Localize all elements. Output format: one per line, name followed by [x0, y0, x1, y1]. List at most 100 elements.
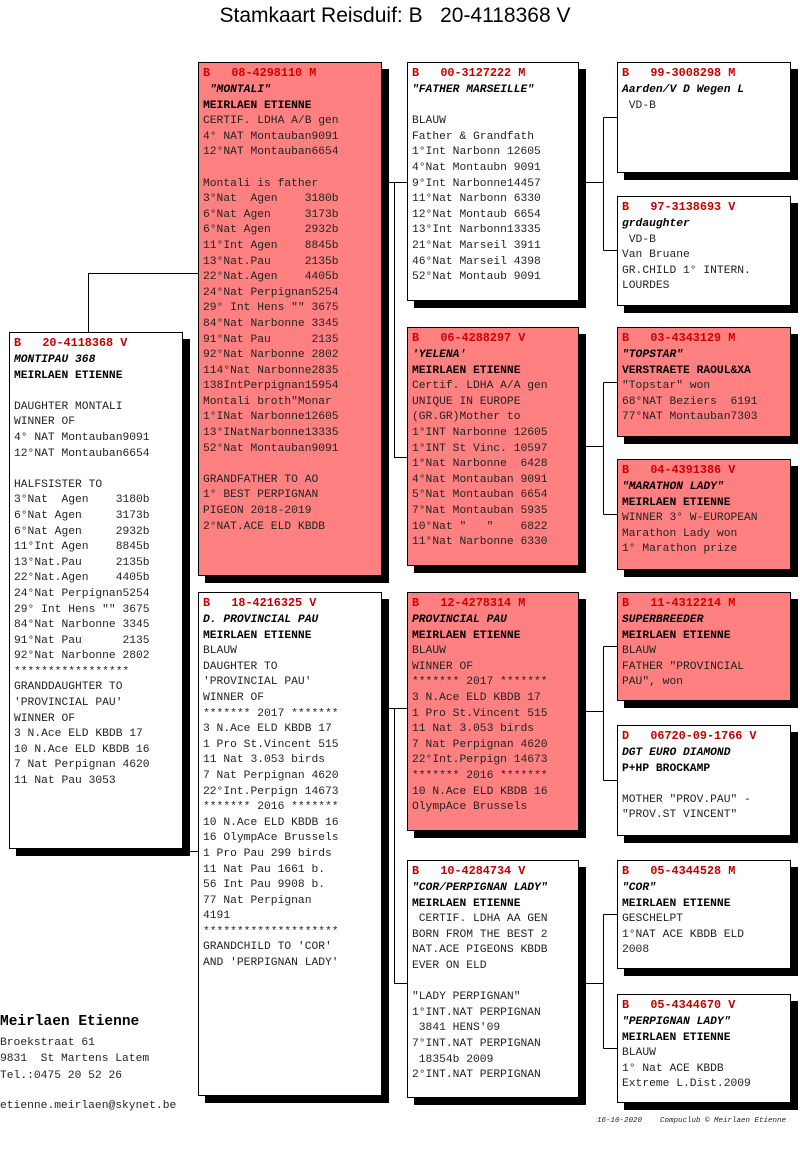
- info-line: 24°Nat Perpignan5254: [14, 587, 150, 600]
- info-line: CERTIF. LDHA AA GEN: [412, 913, 548, 926]
- info-line: GRANDFATHER TO AO: [203, 473, 319, 486]
- info-line: Certif. LDHA A/A gen: [412, 380, 548, 393]
- info-line: 1°INat Narbonne12605: [203, 411, 339, 424]
- owner-block: Meirlaen Etienne Broekstraat 61 9831 St …: [0, 1014, 176, 1115]
- ring-number: B 99-3008298 M: [622, 66, 736, 80]
- info-line: 4° NAT Montauban9091: [203, 130, 339, 143]
- info-line: 22°Int.Perpign 14673: [412, 754, 548, 767]
- info-line: 52°Nat Montauban9091: [203, 442, 339, 455]
- breeder-name: MEIRLAEN ETIENNE: [622, 1031, 731, 1044]
- info-line: WINNER OF: [14, 416, 76, 429]
- info-line: 3 N.Ace ELD KBDB 17: [203, 723, 332, 736]
- owner-phone: Tel.:0475 20 52 26: [0, 1069, 123, 1082]
- pigeon-name: grdaughter: [622, 218, 690, 230]
- breeder-name: MEIRLAEN ETIENNE: [622, 496, 731, 509]
- breeder-name: MEIRLAEN ETIENNE: [412, 897, 521, 910]
- info-line: BLAUW: [203, 645, 237, 658]
- info-line: 22°Int.Perpign 14673: [203, 785, 339, 798]
- info-line: 3841 HENS'09: [412, 1022, 501, 1035]
- info-line: MOTHER "PROV.PAU" -: [622, 793, 751, 806]
- ring-number: B 04-4391386 V: [622, 463, 736, 477]
- ring-number: B 08-4298110 M: [203, 66, 317, 80]
- info-line: 68°NAT Beziers 6191: [622, 395, 758, 408]
- info-line: [203, 457, 378, 473]
- info-line: 6°Nat Agen 2932b: [203, 224, 339, 237]
- info-line: Marathon Lady won: [622, 527, 738, 540]
- info-line: ******* 2016 *******: [412, 769, 548, 782]
- info-line: WINNER OF: [14, 712, 76, 725]
- info-line: 1°NAT ACE KBDB ELD: [622, 928, 745, 941]
- info-line: 'PROVINCIAL PAU': [14, 697, 123, 710]
- info-line: Montali is father: [203, 177, 319, 190]
- info-line: GESCHELPT: [622, 913, 684, 926]
- info-line: [203, 161, 378, 177]
- info-line: 7 Nat Perpignan 4620: [203, 769, 339, 782]
- info-line: [412, 99, 575, 115]
- info-line: 7°Nat Montauban 5935: [412, 504, 548, 517]
- info-line: 77 Nat Perpignan: [203, 894, 312, 907]
- connector-sire-parents: [382, 182, 407, 458]
- info-line: 24°Nat Perpignan5254: [203, 286, 339, 299]
- info-line: 84°Nat Narbonne 3345: [14, 619, 150, 632]
- ring-number: B 00-3127222 M: [412, 66, 526, 80]
- breeder-name: P+HP BROCKAMP: [622, 762, 711, 775]
- info-line: WINNER 3° W-EUROPEAN: [622, 512, 758, 525]
- info-line: 5°Nat Montauban 6654: [412, 489, 548, 502]
- info-line: 1° Nat ACE KBDB: [622, 1062, 724, 1075]
- info-line: WINNER OF: [412, 660, 474, 673]
- breeder-name: MEIRLAEN ETIENNE: [412, 364, 521, 377]
- breeder-name: MEIRLAEN ETIENNE: [622, 629, 731, 642]
- info-line: 4°Nat Montaubn 9091: [412, 161, 541, 174]
- info-line: ******* 2017 *******: [203, 707, 339, 720]
- info-line: LOURDES: [622, 280, 670, 293]
- page-title: Stamkaart Reisduif: B 20-4118368 V: [219, 4, 571, 27]
- info-line: 11 Nat Pau 3053: [14, 775, 116, 788]
- info-line: HALFSISTER TO: [14, 478, 103, 491]
- info-line: 21°Nat Marseil 3911: [412, 239, 541, 252]
- info-line: 1° BEST PERPIGNAN: [203, 489, 319, 502]
- info-line: Van Bruane: [622, 249, 690, 262]
- info-line: DAUGHTER TO: [203, 660, 278, 673]
- info-line: [14, 384, 179, 400]
- info-line: 2008: [622, 944, 650, 957]
- info-line: 1 Pro Pau 299 birds: [203, 847, 332, 860]
- info-line: 1°Int Narbonn 12605: [412, 146, 541, 159]
- info-line: 1°INT.NAT PERPIGNAN: [412, 1006, 541, 1019]
- info-line: [622, 777, 787, 793]
- info-line: "PROV.ST VINCENT": [622, 809, 738, 822]
- info-line: Father & Grandfath: [412, 130, 535, 143]
- breeder-name: MEIRLAEN ETIENNE: [203, 99, 312, 112]
- pigeon-card-ddd: B 05-4344670 V"PERPIGNAN LADY"MEIRLAEN E…: [617, 994, 791, 1103]
- info-line: DAUGHTER MONTALI: [14, 400, 123, 413]
- info-line: UNIQUE IN EUROPE: [412, 395, 521, 408]
- info-line: 3°Nat Agen 3180b: [14, 494, 150, 507]
- info-line: 56 Int Pau 9908 b.: [203, 879, 326, 892]
- info-line: BLAUW: [622, 645, 656, 658]
- info-line: 10 N.Ace ELD KBDB 16: [412, 785, 548, 798]
- info-line: 3°Nat Agen 3180b: [203, 193, 339, 206]
- info-line: 7 Nat Perpignan 4620: [412, 738, 548, 751]
- info-line: 1 Pro St.Vincent 515: [412, 707, 548, 720]
- pigeon-name: "PERPIGNAN LADY": [622, 1016, 731, 1028]
- pigeon-name: "COR/PERPIGNAN LADY": [412, 882, 548, 894]
- info-line: 22°Nat.Agen 4405b: [203, 271, 339, 284]
- ring-number: B 18-4216325 V: [203, 596, 317, 610]
- info-line: 6°Nat Agen 3173b: [14, 509, 150, 522]
- info-line: "Topstar" won: [622, 380, 711, 393]
- info-line: "LADY PERPIGNAN": [412, 991, 521, 1004]
- info-line: 77°NAT Montauban7303: [622, 411, 758, 424]
- info-line: 114°Nat Narbonne2835: [203, 364, 339, 377]
- info-line: 3 N.Ace ELD KBDB 17: [14, 728, 143, 741]
- info-line: AND 'PERPIGNAN LADY': [203, 957, 339, 970]
- info-line: 10 N.Ace ELD KBDB 16: [14, 743, 150, 756]
- info-line: 11°Nat Narbonn 6330: [412, 193, 541, 206]
- info-line: OlympAce Brussels: [412, 801, 528, 814]
- info-line: *****************: [14, 665, 130, 678]
- pigeon-name: SUPERBREEDER: [622, 614, 704, 626]
- info-line: 2°NAT.ACE ELD KBDB: [203, 520, 326, 533]
